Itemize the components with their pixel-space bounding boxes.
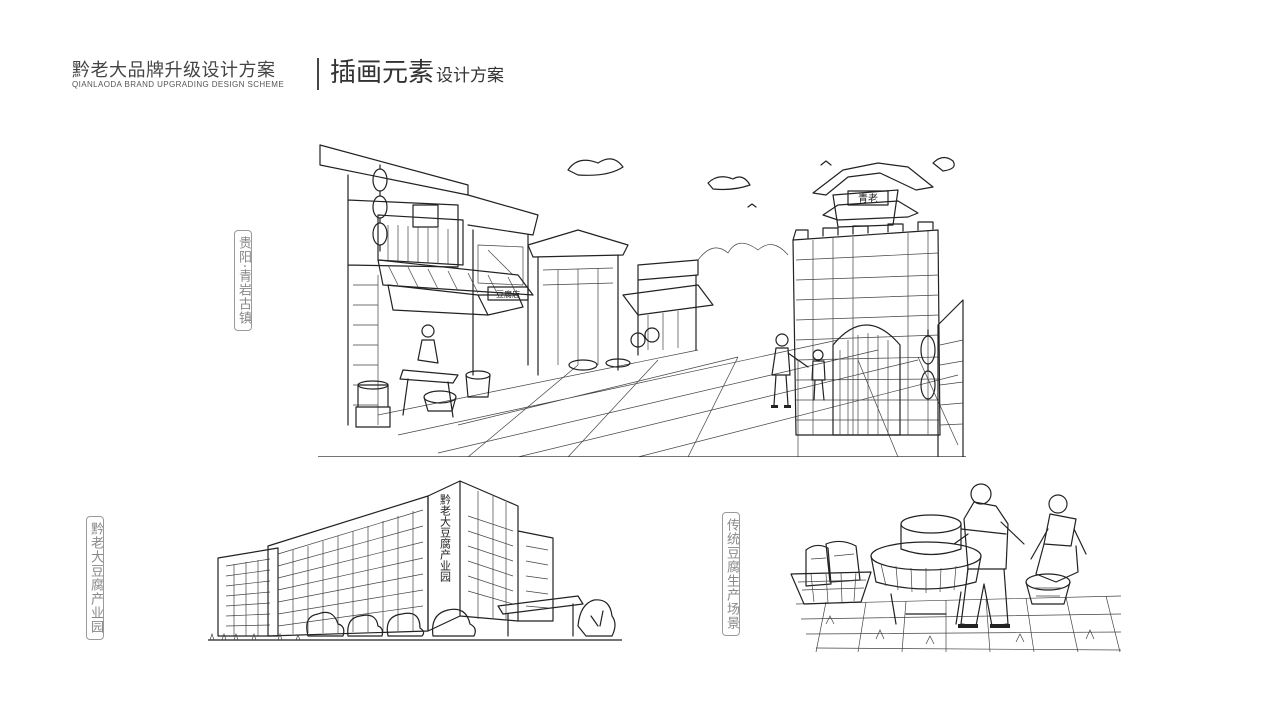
illustration-tofu-craft — [786, 474, 1124, 658]
brand-name-cn: 黔老大品牌升级设计方案 — [72, 60, 276, 81]
shop-sign-text: 豆腐店 — [496, 289, 520, 299]
illustration-factory: 黔老大豆腐产业园 — [208, 476, 622, 648]
page-title-sub: 设计方案 — [436, 66, 505, 86]
factory-sign-text: 黔老大豆腐产业园 — [439, 493, 452, 583]
label-town: 贵阳·青岩古镇 — [234, 230, 252, 332]
header-divider — [317, 58, 319, 90]
label-craft: 传统豆腐生产场景 — [722, 512, 740, 636]
brand-name-en: QIANLAODA BRAND UPGRADING DESIGN SCHEME — [72, 80, 285, 89]
gate-plaque-text: 青老 — [858, 192, 878, 205]
label-factory: 黔老大豆腐产业园 — [86, 516, 104, 640]
page-title: 插画元素设计方案 — [330, 52, 504, 89]
illustration-old-town: 豆腐店 青老 — [318, 135, 966, 457]
page-title-main: 插画元素 — [330, 58, 435, 88]
